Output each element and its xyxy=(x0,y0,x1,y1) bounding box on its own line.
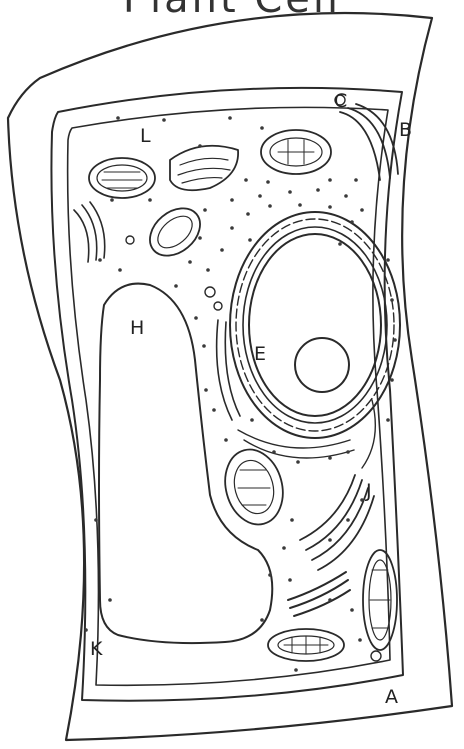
ribosome-dot xyxy=(338,242,342,246)
chloroplast-middle-left xyxy=(141,199,210,266)
ribosome-dot xyxy=(360,208,364,212)
ribosome-dot xyxy=(294,668,298,672)
ribosome-dot xyxy=(258,194,262,198)
ribosome-dot xyxy=(224,438,228,442)
ribosome-dot xyxy=(298,203,302,207)
ribosome-dot xyxy=(296,460,300,464)
label-e: E xyxy=(254,343,266,365)
ribosome-dot xyxy=(244,178,248,182)
chloroplast-lower-middle xyxy=(217,443,291,531)
ribosome-dot xyxy=(116,116,120,120)
ribosome-dot xyxy=(346,518,350,522)
ribosome-dot xyxy=(350,220,354,224)
ribosome-dot xyxy=(230,198,234,202)
ribosome-dot xyxy=(328,178,332,182)
ribosome-dot xyxy=(328,538,332,542)
ribosome-dot xyxy=(94,518,98,522)
ribosome-dot xyxy=(290,518,294,522)
nucleus-group xyxy=(230,212,400,438)
ribosome-dot xyxy=(202,344,206,348)
ribosome-dot xyxy=(268,573,272,577)
label-k: K xyxy=(90,638,103,660)
central-vacuole xyxy=(99,284,272,644)
ribosome-dot xyxy=(288,190,292,194)
label-j: J xyxy=(365,480,372,502)
ribosome-dot xyxy=(118,268,122,272)
vesicles xyxy=(126,236,381,661)
label-h: H xyxy=(130,317,144,339)
ribosome-dot xyxy=(228,116,232,120)
ribosome-dot xyxy=(212,408,216,412)
ribosome-dot xyxy=(260,618,264,622)
ribosome-dot xyxy=(108,598,112,602)
golgi-right-lower xyxy=(300,475,374,570)
ribosome-dot xyxy=(266,180,270,184)
ribosome-dot xyxy=(260,126,264,130)
ribosome-dot xyxy=(198,144,202,148)
ribosome-dot xyxy=(110,198,114,202)
ribosome-dot xyxy=(360,498,364,502)
ribosome-dot xyxy=(390,378,394,382)
ribosome-dot xyxy=(272,450,276,454)
ribosome-dot xyxy=(188,260,192,264)
ribosome-dot xyxy=(268,204,272,208)
ribosome-dot xyxy=(198,236,202,240)
ribosome-dot xyxy=(344,194,348,198)
ribosome-dot xyxy=(316,188,320,192)
ribosome-dot xyxy=(386,258,390,262)
rough-er-middle xyxy=(236,219,394,431)
nuclear-envelope-outer xyxy=(243,227,387,423)
ribosome-dot xyxy=(203,208,207,212)
ribosome-dot xyxy=(354,178,358,182)
ribosome-dot xyxy=(220,248,224,252)
chloroplast-bottom xyxy=(268,629,344,661)
chloroplast-top-center xyxy=(170,146,238,190)
chloroplast-top-left xyxy=(89,158,155,198)
ribosome-dot xyxy=(328,205,332,209)
golgi-left-wall xyxy=(74,202,105,262)
ribosome-dot xyxy=(328,456,332,460)
label-b: B xyxy=(399,119,412,141)
ribosome-dot xyxy=(246,212,250,216)
nuclear-envelope-inner xyxy=(249,234,381,416)
rough-er-outer xyxy=(230,212,400,438)
endoplasmic-reticulum xyxy=(217,320,376,468)
ribosome-dot xyxy=(174,284,178,288)
chloroplast-right-lower xyxy=(363,550,397,650)
ribosome-dot xyxy=(148,198,152,202)
label-a: A xyxy=(385,686,398,708)
ribosome-dot xyxy=(390,298,394,302)
ribosome-dot xyxy=(162,118,166,122)
ribosome-dot xyxy=(328,598,332,602)
ribosome-dot xyxy=(250,418,254,422)
ribosome-dot xyxy=(248,238,252,242)
ribosome-dot xyxy=(350,608,354,612)
ribosome-dot xyxy=(230,226,234,230)
ribosome-dot xyxy=(84,628,88,632)
ribosome-dot xyxy=(288,578,292,582)
golgi-bottom-center xyxy=(288,572,350,616)
ribosome-dot xyxy=(206,268,210,272)
diagram-title: Plant Cell xyxy=(123,0,341,22)
ribosome-dot xyxy=(393,338,397,342)
ribosome-dots xyxy=(84,116,397,672)
ribosome-dot xyxy=(386,418,390,422)
label-c: C xyxy=(334,90,347,112)
ribosome-dot xyxy=(282,546,286,550)
chloroplast-top-right xyxy=(261,130,331,174)
ribosome-dot xyxy=(98,258,102,262)
cytoplasm-boundary xyxy=(68,107,390,685)
ribosome-dot xyxy=(204,388,208,392)
ribosome-dot xyxy=(358,638,362,642)
nucleolus xyxy=(295,338,349,392)
ribosome-dot xyxy=(194,316,198,320)
label-l: L xyxy=(140,125,151,147)
ribosome-dot xyxy=(346,450,350,454)
